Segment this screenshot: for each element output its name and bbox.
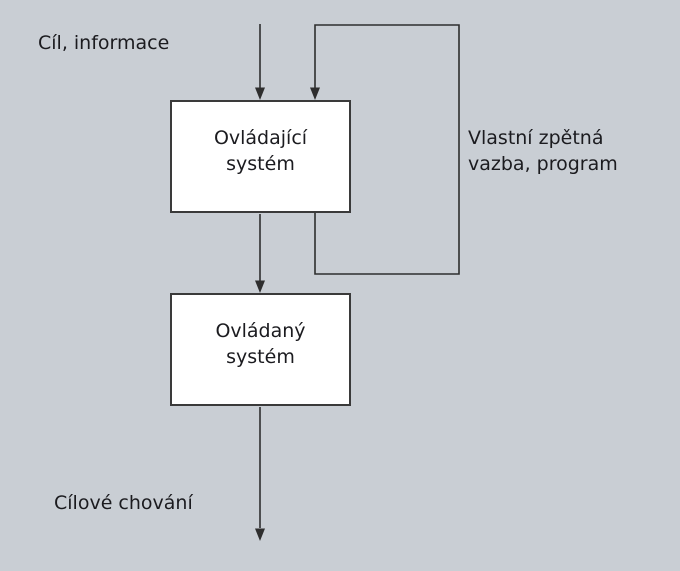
box-controlled-system: Ovládaný systém <box>170 293 351 406</box>
goal-input-arrowhead-icon <box>255 87 265 100</box>
output-arrowhead-icon <box>255 528 265 541</box>
label-target-behavior: Cílové chování <box>54 492 193 514</box>
box-controlling-system: Ovládající systém <box>170 100 351 213</box>
feedback-loop-arrowhead-icon <box>310 87 320 100</box>
control-arrowhead-icon <box>255 280 265 293</box>
label-goal-information: Cíl, informace <box>38 32 170 54</box>
label-feedback-program: Vlastní zpětná vazba, program <box>468 127 618 175</box>
